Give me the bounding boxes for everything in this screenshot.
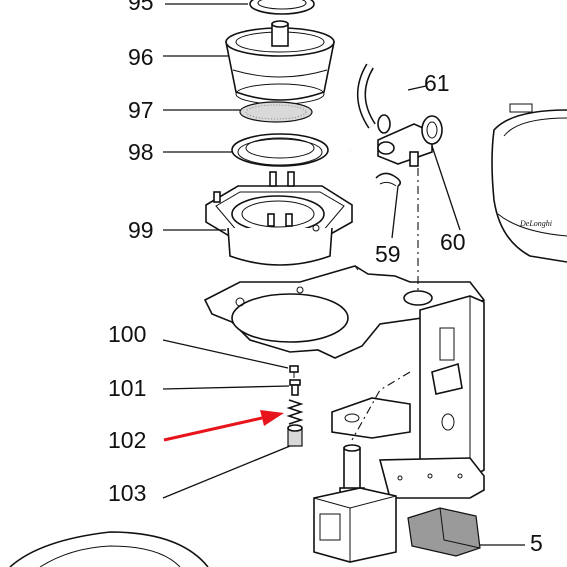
label-103: 103 bbox=[108, 480, 146, 506]
part-59-clip bbox=[375, 172, 402, 187]
part-103-plug bbox=[287, 424, 303, 447]
part-96-filter-cup bbox=[225, 20, 335, 105]
label-59: 59 bbox=[375, 241, 401, 267]
label-98: 98 bbox=[128, 139, 154, 165]
label-99: 99 bbox=[128, 217, 154, 243]
label-102: 102 bbox=[108, 427, 146, 453]
highlight-arrow bbox=[163, 410, 284, 442]
part-100-screw bbox=[289, 365, 299, 378]
leader-101 bbox=[162, 385, 290, 390]
label-60: 60 bbox=[440, 229, 466, 255]
part-101-pin bbox=[289, 379, 301, 396]
leader-60 bbox=[431, 145, 461, 231]
part-95-ring bbox=[249, 0, 315, 15]
drip-tray bbox=[9, 531, 209, 567]
brand-mark: DeLonghi bbox=[519, 219, 552, 228]
appliance-reservoir: DeLonghi bbox=[491, 103, 567, 263]
small-bracket bbox=[331, 397, 411, 439]
part-99-housing bbox=[205, 171, 353, 266]
label-97: 97 bbox=[128, 97, 154, 123]
label-96: 96 bbox=[128, 44, 154, 70]
part-98-gasket bbox=[231, 133, 329, 167]
label-101: 101 bbox=[108, 375, 146, 401]
bracket bbox=[378, 295, 485, 499]
hose-assembly bbox=[339, 0, 473, 167]
leader-61 bbox=[407, 85, 427, 91]
solenoid-valve bbox=[313, 444, 397, 563]
mounting-plate bbox=[203, 265, 486, 359]
label-95: 95 bbox=[128, 0, 154, 15]
label-61: 61 bbox=[424, 70, 450, 96]
leader-103 bbox=[162, 445, 291, 499]
axis-line-solenoid bbox=[351, 371, 411, 441]
leader-59 bbox=[391, 185, 399, 239]
leader-100 bbox=[162, 339, 289, 369]
part-102-spring bbox=[286, 399, 304, 425]
part-5-block bbox=[407, 507, 481, 557]
part-97-filter-mesh bbox=[239, 101, 313, 123]
label-100: 100 bbox=[108, 321, 146, 347]
label-5: 5 bbox=[530, 530, 543, 556]
